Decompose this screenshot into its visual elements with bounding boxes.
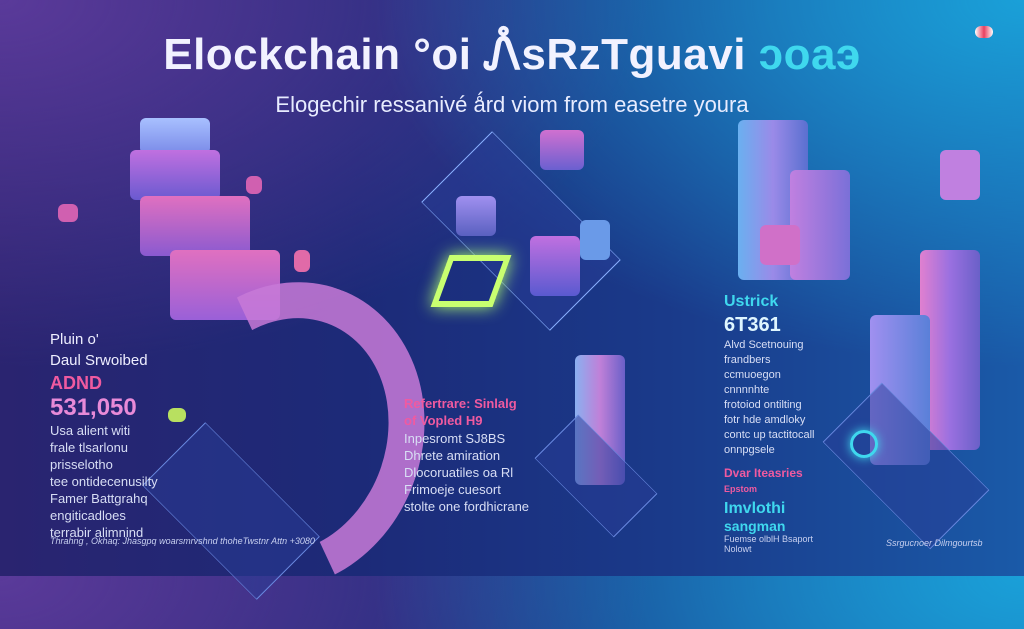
center-body-0: Inpesromt SJ8BS xyxy=(404,431,506,446)
right-footnote: Ssrgucnoer Dilmgourtsb xyxy=(886,538,983,548)
right-body-0: Alvd Scetnouing xyxy=(724,339,804,351)
right-sub-heading: Dvar Iteasries xyxy=(724,466,803,480)
center-body-4: stolte one fordhicrane xyxy=(404,499,530,514)
left-info-panel: Pluin o' Daul Srwoibed ADND 531,050 Usa … xyxy=(50,330,158,541)
right-body-5: fotr hde amdloky xyxy=(724,414,806,426)
badge-logo-icon xyxy=(975,26,993,38)
left-label: ADND xyxy=(50,373,102,393)
left-footnote: Thrahng , Okhaq: Jhasgpq woarsmrvshnd th… xyxy=(50,536,315,546)
right-accent-line1: Imvlothi xyxy=(724,500,786,517)
left-heading-line2: Daul Srwoibed xyxy=(50,352,148,369)
right-body-4: frotoiod ontilting xyxy=(724,399,802,411)
left-body-5: engiticadloes xyxy=(50,508,126,523)
right-body-7: onnpgsele xyxy=(724,444,775,456)
left-body-1: frale tlsarlonu xyxy=(50,440,129,455)
right-body-6: contc up tactitocall xyxy=(724,429,815,441)
left-body-2: prisselotho xyxy=(50,457,113,472)
right-value: 6T361 xyxy=(724,314,781,336)
right-small-line2: Nolowt xyxy=(724,544,752,554)
right-heading: Ustrick xyxy=(724,293,779,310)
center-heading-line2: of Vopled H9 xyxy=(404,413,483,428)
title-main: Elockchain °oi Ꮑ̊sRzTguavi xyxy=(163,30,746,79)
left-body-4: Famer Battgrahq xyxy=(50,491,148,506)
right-sub-label: Epstom xyxy=(724,484,758,494)
title-accent: ɔoaэ xyxy=(758,30,861,79)
left-heading-line1: Pluin o' xyxy=(50,331,99,348)
right-info-panel: Ustrick 6T361 Alvd Scetnouing frandbers … xyxy=(724,292,815,554)
right-small-line1: Fuemse olblH Bsaport xyxy=(724,534,814,544)
center-info-panel: Refertrare: Sinlalg of Vopled H9 Inpesro… xyxy=(404,396,529,515)
left-value: 531,050 xyxy=(50,394,137,421)
center-body-3: Frimoeje cuesort xyxy=(404,482,501,497)
right-accent-line2: sangman xyxy=(724,518,786,534)
page-title: Elockchain °oi Ꮑ̊sRzTguavi ɔoaэ xyxy=(0,30,1024,80)
center-body-2: Dlocoruatiles oa Rl xyxy=(404,465,514,480)
right-body-1: frandbers xyxy=(724,354,771,366)
left-body-0: Usa alient witi xyxy=(50,423,131,438)
right-body-3: cnnnnhte xyxy=(724,384,770,396)
left-body-3: tee ontidecenusilty xyxy=(50,474,158,489)
center-body-1: Dhrete amiration xyxy=(404,448,501,463)
left-body-6: terrabir alimnind xyxy=(50,525,144,540)
page-subtitle: Elogechir ressanivé ǻrd viom from easetr… xyxy=(275,92,749,117)
center-heading-line1: Refertrare: Sinlalg xyxy=(404,396,517,411)
right-body-2: ccmuoegon xyxy=(724,369,781,381)
